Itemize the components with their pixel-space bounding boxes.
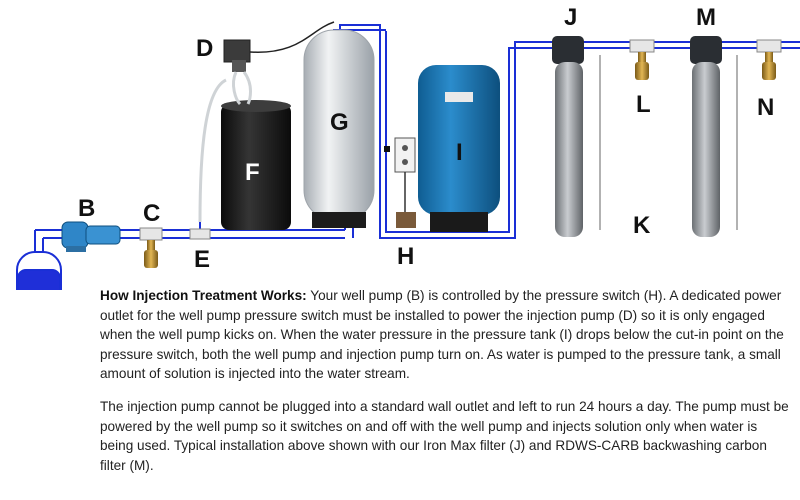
label-j: J [564, 4, 577, 31]
carbon-filter [690, 36, 738, 237]
label-g: G [330, 109, 349, 136]
pressure-switch [384, 137, 416, 228]
pressure-tank [418, 65, 500, 232]
description-paragraph-1: How Injection Treatment Works: Your well… [100, 286, 794, 384]
label-h: H [397, 243, 414, 270]
label-b: B [78, 195, 95, 222]
well-pump [61, 221, 121, 252]
label-i: I [456, 139, 463, 166]
injection-system-diagram: A B C D E F G H I J K L M N [16, 4, 800, 290]
well [16, 251, 62, 290]
injection-pump [198, 21, 335, 223]
label-c: C [143, 200, 160, 227]
label-f: F [245, 159, 260, 186]
label-n: N [757, 94, 774, 121]
label-m: M [696, 4, 716, 31]
sample-valve-l [629, 39, 655, 80]
sample-valve-n [756, 39, 782, 80]
drain-valve-c [139, 227, 163, 268]
iron-filter [552, 36, 601, 237]
label-e: E [194, 246, 210, 273]
description-heading: How Injection Treatment Works: [100, 288, 307, 303]
description-text: How Injection Treatment Works: Your well… [100, 286, 794, 488]
contact-tank [303, 29, 375, 228]
description-body-2: The injection pump cannot be plugged int… [100, 398, 789, 473]
injection-tee [189, 228, 211, 240]
label-l: L [636, 91, 651, 118]
label-d: D [196, 35, 213, 62]
description-paragraph-2: The injection pump cannot be plugged int… [100, 397, 794, 475]
label-k: K [633, 212, 651, 239]
description-body-1: Your well pump (B) is controlled by the … [100, 288, 784, 382]
